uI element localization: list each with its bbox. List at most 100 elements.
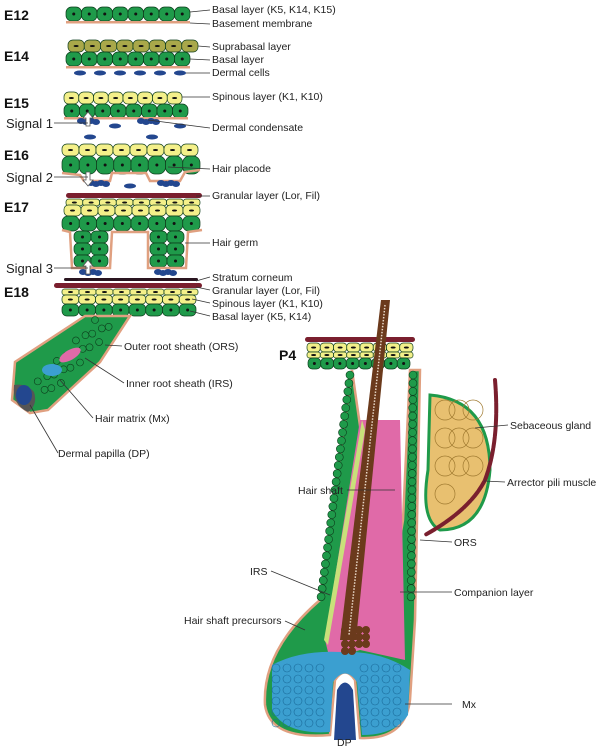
basal-cell-nucleus xyxy=(189,163,193,167)
ors-cell xyxy=(337,436,346,446)
matrix-cell xyxy=(282,718,292,728)
basal-cell-nucleus xyxy=(103,57,107,61)
stage-e14-label: E14 xyxy=(4,48,29,64)
hair-shaft-precursor-cell xyxy=(362,626,370,634)
cell-layers xyxy=(10,6,499,740)
ors-cell xyxy=(53,357,61,365)
spinous-cell-nucleus xyxy=(105,201,111,204)
matrix-cell xyxy=(293,685,303,695)
spinous-cell-nucleus xyxy=(151,298,157,301)
granular-layer xyxy=(66,193,202,198)
spinous-cell-nucleus xyxy=(364,354,370,356)
hair-germ-cell-nucleus xyxy=(81,259,84,263)
ors-cell xyxy=(342,395,352,404)
spinous-cell-nucleus xyxy=(118,298,124,301)
basal-cell-nucleus xyxy=(189,222,193,225)
matrix-cell xyxy=(293,663,303,673)
basal-cell-nucleus xyxy=(120,163,124,167)
hair-shaft-precursor-cell xyxy=(348,647,356,655)
spinous-cell-nucleus xyxy=(134,298,140,301)
ors-cell xyxy=(72,336,80,345)
signal-2-label: Signal 2 xyxy=(6,170,53,185)
hair-shaft-medulla xyxy=(348,304,386,636)
label-spinous-layer-e15: Spinous layer (K1, K10) xyxy=(212,91,323,103)
ors-cell xyxy=(406,567,416,577)
spinous-cell-nucleus xyxy=(68,291,73,293)
ors-cell xyxy=(343,387,353,396)
spinous-cell-nucleus xyxy=(189,209,194,212)
label-basal-layer-e12: Basal layer (K5, K14, K15) xyxy=(212,4,336,16)
dermal-condensate-cell xyxy=(152,119,160,125)
ors-cell xyxy=(40,385,49,394)
spinous-cell-nucleus xyxy=(172,201,178,204)
matrix-cell xyxy=(359,718,369,728)
ors-cell xyxy=(81,331,90,340)
basal-cell-nucleus xyxy=(338,362,342,365)
ors-cell xyxy=(408,436,417,446)
spinous-cell-nucleus xyxy=(390,346,396,349)
matrix-cell xyxy=(282,674,292,684)
stratum-corneum xyxy=(64,278,198,281)
basal-cell-nucleus xyxy=(103,222,107,225)
ors-cell xyxy=(329,493,339,503)
spinous-cell-nucleus xyxy=(136,149,141,151)
spinous-cell-nucleus xyxy=(311,346,317,349)
sebaceous-cell xyxy=(434,427,456,449)
ors-cell xyxy=(98,324,106,333)
spinous-cell-nucleus xyxy=(337,354,343,356)
dermal-condensate-cell xyxy=(169,270,177,276)
arrector-pili-muscle xyxy=(423,378,499,537)
ors-cell xyxy=(88,329,97,338)
hair-germ-cell-nucleus xyxy=(174,259,177,263)
basal-cell-nucleus xyxy=(118,12,122,16)
ors-cell xyxy=(407,477,417,487)
suprabasal-cell-nucleus xyxy=(122,45,128,47)
matrix-cell xyxy=(304,663,314,673)
spinous-cell-nucleus xyxy=(113,97,119,99)
basal-cell-nucleus xyxy=(101,109,105,113)
ors-cell xyxy=(407,543,416,552)
ors-cell xyxy=(407,485,417,495)
ors-cell xyxy=(332,469,342,478)
basal-cell-nucleus xyxy=(86,222,90,225)
sebaceous-cell xyxy=(448,399,470,421)
basal-cell-nucleus xyxy=(72,12,76,16)
spinous-cell-nucleus xyxy=(127,97,133,99)
hair-shaft-precursor-cell xyxy=(341,647,349,655)
basal-cell-nucleus xyxy=(165,12,169,16)
ors-cell xyxy=(344,378,354,388)
matrix-cell xyxy=(381,707,391,717)
basal-cell-nucleus xyxy=(132,109,136,113)
spinous-cell-nucleus xyxy=(324,354,330,356)
spinous-cell-nucleus xyxy=(155,201,161,204)
basal-cell-nucleus xyxy=(402,362,406,365)
spinous-cell-nucleus xyxy=(157,97,163,99)
ors-cell xyxy=(345,370,355,380)
label-granular-layer-e17: Granular layer (Lor, Fil) xyxy=(212,190,320,202)
spinous-cell-nucleus xyxy=(121,209,126,212)
label-dermal-condensate: Dermal condensate xyxy=(212,122,303,134)
stage-e18-label: E18 xyxy=(4,284,29,300)
ors-cell xyxy=(336,444,345,454)
ors-cell xyxy=(328,502,338,511)
spinous-cell-nucleus xyxy=(311,354,317,356)
spinous-cell-nucleus xyxy=(155,209,160,212)
ors-cell xyxy=(408,411,417,421)
spinous-cell-nucleus xyxy=(138,201,144,204)
label-hair-shaft-precursors: Hair shaft precursors xyxy=(184,615,281,627)
sebaceous-cell xyxy=(448,427,470,449)
hair-germ-cell-nucleus xyxy=(157,259,160,263)
sebaceous-cell xyxy=(462,455,484,477)
matrix-cell xyxy=(282,685,292,695)
stage-e16-label: E16 xyxy=(4,147,29,163)
dermal-condensate-cell xyxy=(172,181,180,187)
spinous-cell-nucleus xyxy=(168,298,174,301)
basal-cell-nucleus xyxy=(389,362,393,365)
suprabasal-cell-nucleus xyxy=(138,45,144,47)
matrix-cell xyxy=(282,696,292,706)
basal-cell-nucleus xyxy=(68,308,72,312)
basal-cell-nucleus xyxy=(312,362,316,365)
matrix-cell xyxy=(370,674,380,684)
basal-cell-nucleus xyxy=(85,308,89,312)
matrix-cell xyxy=(370,685,380,695)
